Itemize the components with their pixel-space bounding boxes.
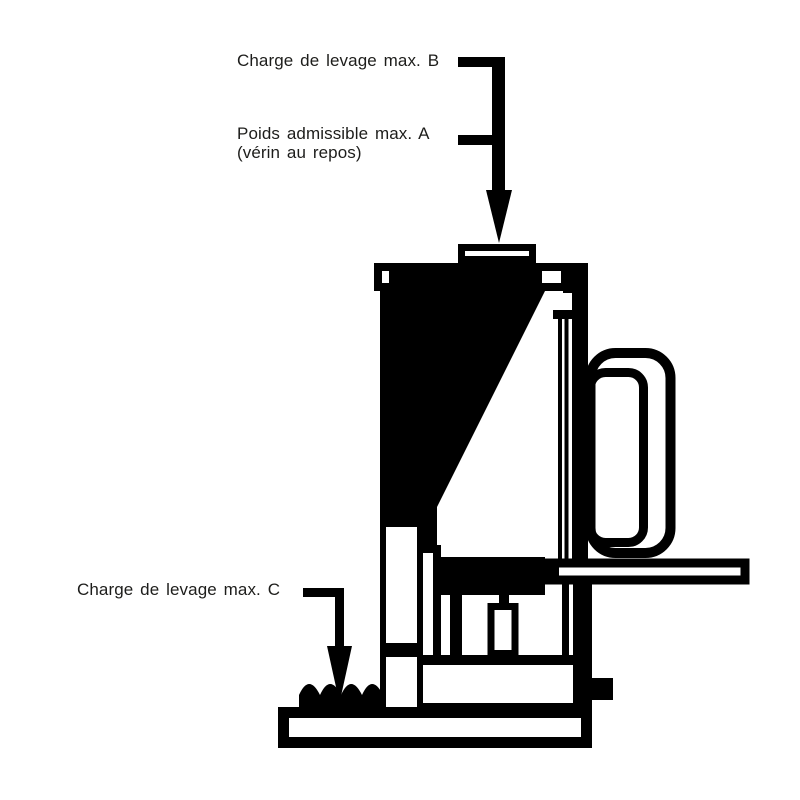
pump-piston	[487, 603, 519, 657]
toe-claw-column-left-line	[380, 527, 386, 707]
callout-c-tick	[303, 588, 344, 597]
toe-claw-step	[386, 643, 423, 657]
callout-label-a-line1: Poids admissible max. A	[237, 124, 430, 143]
callout-label-c: Charge de levage max. C	[77, 580, 281, 599]
carry-handle-inner	[586, 368, 648, 547]
piston-rod-line-right	[564, 319, 569, 559]
callout-label-a-line2: (vérin au repos)	[237, 143, 362, 162]
callout-label-a: Poids admissible max. A (vérin au repos)	[237, 124, 430, 162]
pump-link-center	[499, 595, 509, 606]
pump-link-left	[450, 595, 462, 657]
callout-c-shaft	[335, 588, 344, 648]
base-plate	[278, 707, 592, 748]
rear-column-upper	[572, 288, 588, 560]
callout-label-b: Charge de levage max. B	[237, 51, 440, 70]
callout-b-tick	[458, 57, 504, 67]
toe-claw-column	[386, 527, 417, 707]
callout-ab-shaft	[492, 57, 505, 192]
rear-line-lower	[562, 584, 569, 656]
down-arrow-icon	[327, 646, 352, 703]
cylinder-cap	[553, 310, 588, 319]
piston-rod-line-left	[558, 319, 562, 559]
top-plate-fill	[389, 263, 542, 291]
release-valve-knob	[592, 678, 613, 700]
callout-arrow-b-a	[458, 57, 512, 243]
pump-housing	[403, 655, 591, 713]
rear-column-lower	[573, 584, 592, 713]
pump-crosshead-step	[545, 566, 559, 583]
callout-arrow-c	[303, 588, 352, 703]
callout-a-tick	[458, 135, 504, 145]
toe-claw-column-right-line	[417, 527, 423, 707]
pump-crosshead	[437, 557, 545, 595]
carry-handle-outer	[585, 348, 676, 558]
toe-claw-pad	[299, 684, 387, 710]
pump-frame-line	[433, 545, 441, 657]
cylinder-body	[380, 291, 545, 553]
saddle-pad	[458, 244, 536, 263]
down-arrow-icon	[486, 190, 512, 243]
